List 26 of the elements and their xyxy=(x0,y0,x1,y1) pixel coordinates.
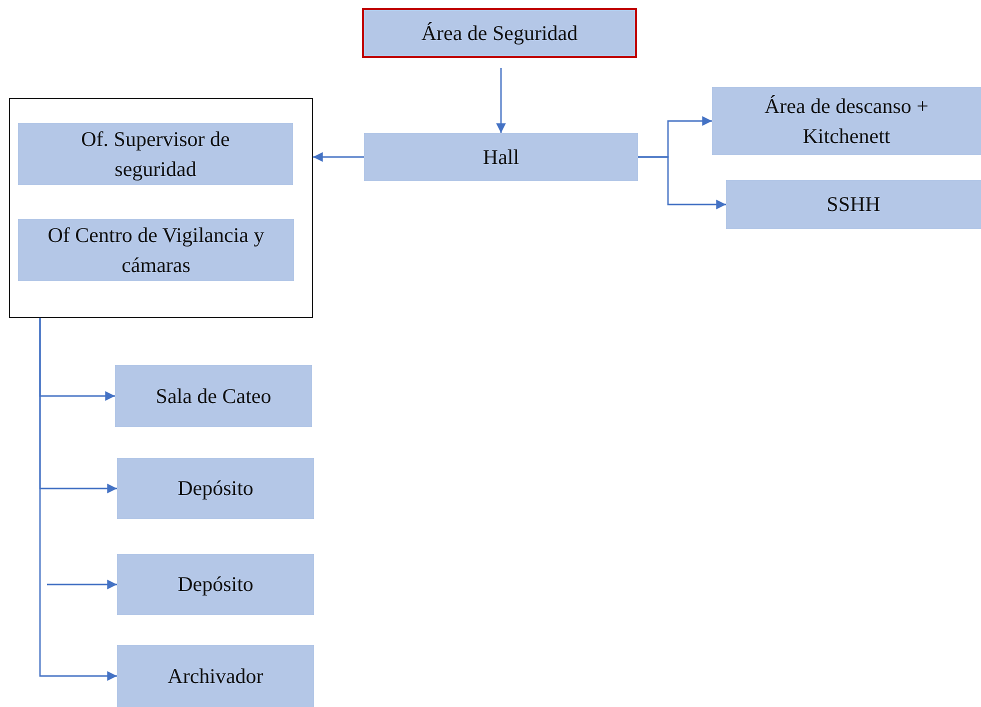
area-label: Área de descanso + Kitchenett xyxy=(763,92,930,150)
area-box xyxy=(364,133,638,181)
area-box xyxy=(362,8,637,58)
area-box xyxy=(726,180,981,229)
area-box xyxy=(117,458,314,519)
arrow xyxy=(313,152,364,162)
area-box xyxy=(117,645,314,707)
area-label: Of Centro de Vigilancia y cámaras xyxy=(46,222,266,279)
area-box xyxy=(117,554,314,615)
area-label: Sala de Cateo xyxy=(156,382,272,410)
area-label: SSHH xyxy=(826,191,880,218)
arrow xyxy=(47,580,117,590)
area-label: Hall xyxy=(482,144,520,171)
area-box xyxy=(712,87,981,155)
area-label: Depósito xyxy=(178,571,254,598)
area-label: Área de Seguridad xyxy=(421,20,578,47)
arrow xyxy=(39,318,117,681)
area-label: Depósito xyxy=(178,475,254,502)
arrow xyxy=(638,156,726,210)
arrow xyxy=(496,68,506,133)
area-box xyxy=(115,365,312,427)
area-label: Of. Supervisor de seguridad xyxy=(80,126,231,183)
area-box xyxy=(18,123,293,185)
group-box xyxy=(9,98,313,318)
area-label: Archivador xyxy=(168,662,264,690)
area-box xyxy=(18,219,294,281)
